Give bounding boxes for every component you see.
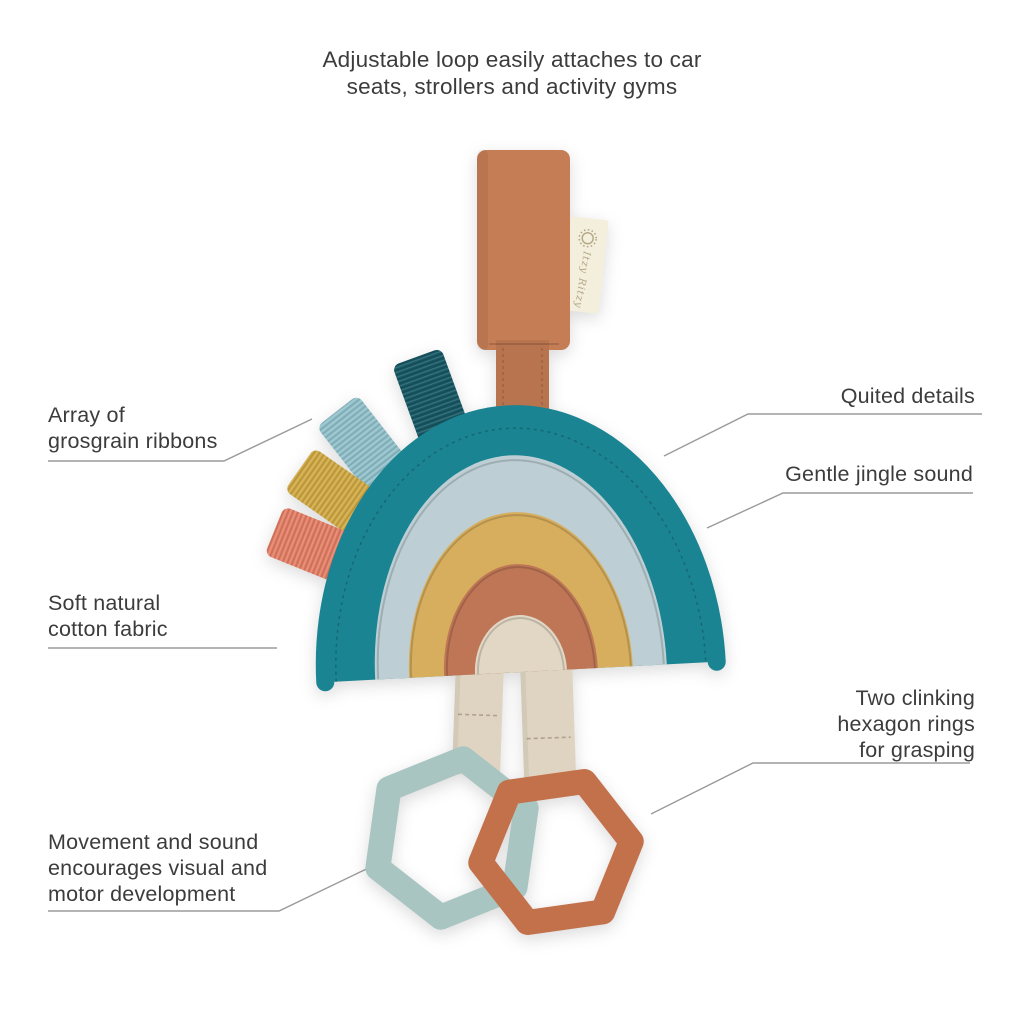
label-hexagon-rings: Two clinking hexagon rings for grasping (837, 685, 975, 763)
hexagon-ring-sage (365, 746, 539, 930)
quilt-stitch-line (335, 427, 707, 682)
caption-line-2: seats, strollers and activity gyms (346, 74, 678, 99)
rainbow-body (315, 405, 726, 692)
label-quilted-details: Quited details (841, 383, 975, 409)
hexagon-ring-orange (468, 769, 644, 935)
leader-jingle (706, 492, 973, 529)
label-line: Soft natural (48, 591, 161, 615)
rainbow-toy: Itzy Ritzy (266, 150, 726, 935)
label-line: grosgrain ribbons (48, 429, 218, 453)
arch-center-cream (475, 615, 567, 675)
hexagon-rings (365, 746, 644, 935)
label-line: cotton fabric (48, 617, 168, 641)
brand-tag: Itzy Ritzy (561, 216, 609, 314)
label-line: hexagon rings (837, 712, 975, 736)
label-grosgrain-ribbons: Array of grosgrain ribbons (48, 402, 218, 454)
label-line: Gentle jingle sound (785, 462, 973, 486)
label-movement-sound: Movement and sound encourages visual and… (48, 829, 267, 907)
ring-straps (452, 654, 577, 796)
hanging-loop-strap (477, 150, 570, 430)
label-line: Array of (48, 403, 125, 427)
leader-ribbons (48, 418, 313, 462)
leader-movement (48, 860, 384, 912)
leader-quilted (663, 413, 982, 457)
label-line: encourages visual and (48, 856, 268, 880)
label-jingle-sound: Gentle jingle sound (785, 461, 973, 487)
left-ring-strap (452, 654, 505, 776)
label-line: Two clinking (855, 686, 975, 710)
label-cotton-fabric: Soft natural cotton fabric (48, 590, 168, 642)
top-caption: Adjustable loop easily attaches to car s… (0, 46, 1024, 100)
caption-line-1: Adjustable loop easily attaches to car (322, 47, 702, 72)
label-line: motor development (48, 882, 236, 906)
label-line: for grasping (859, 738, 975, 762)
callout-lines (48, 413, 982, 912)
label-line: Quited details (840, 384, 975, 408)
tag-sun-icon (581, 232, 594, 245)
label-line: Movement and sound (48, 830, 259, 854)
leader-rings (650, 762, 970, 815)
right-ring-strap (519, 654, 577, 796)
